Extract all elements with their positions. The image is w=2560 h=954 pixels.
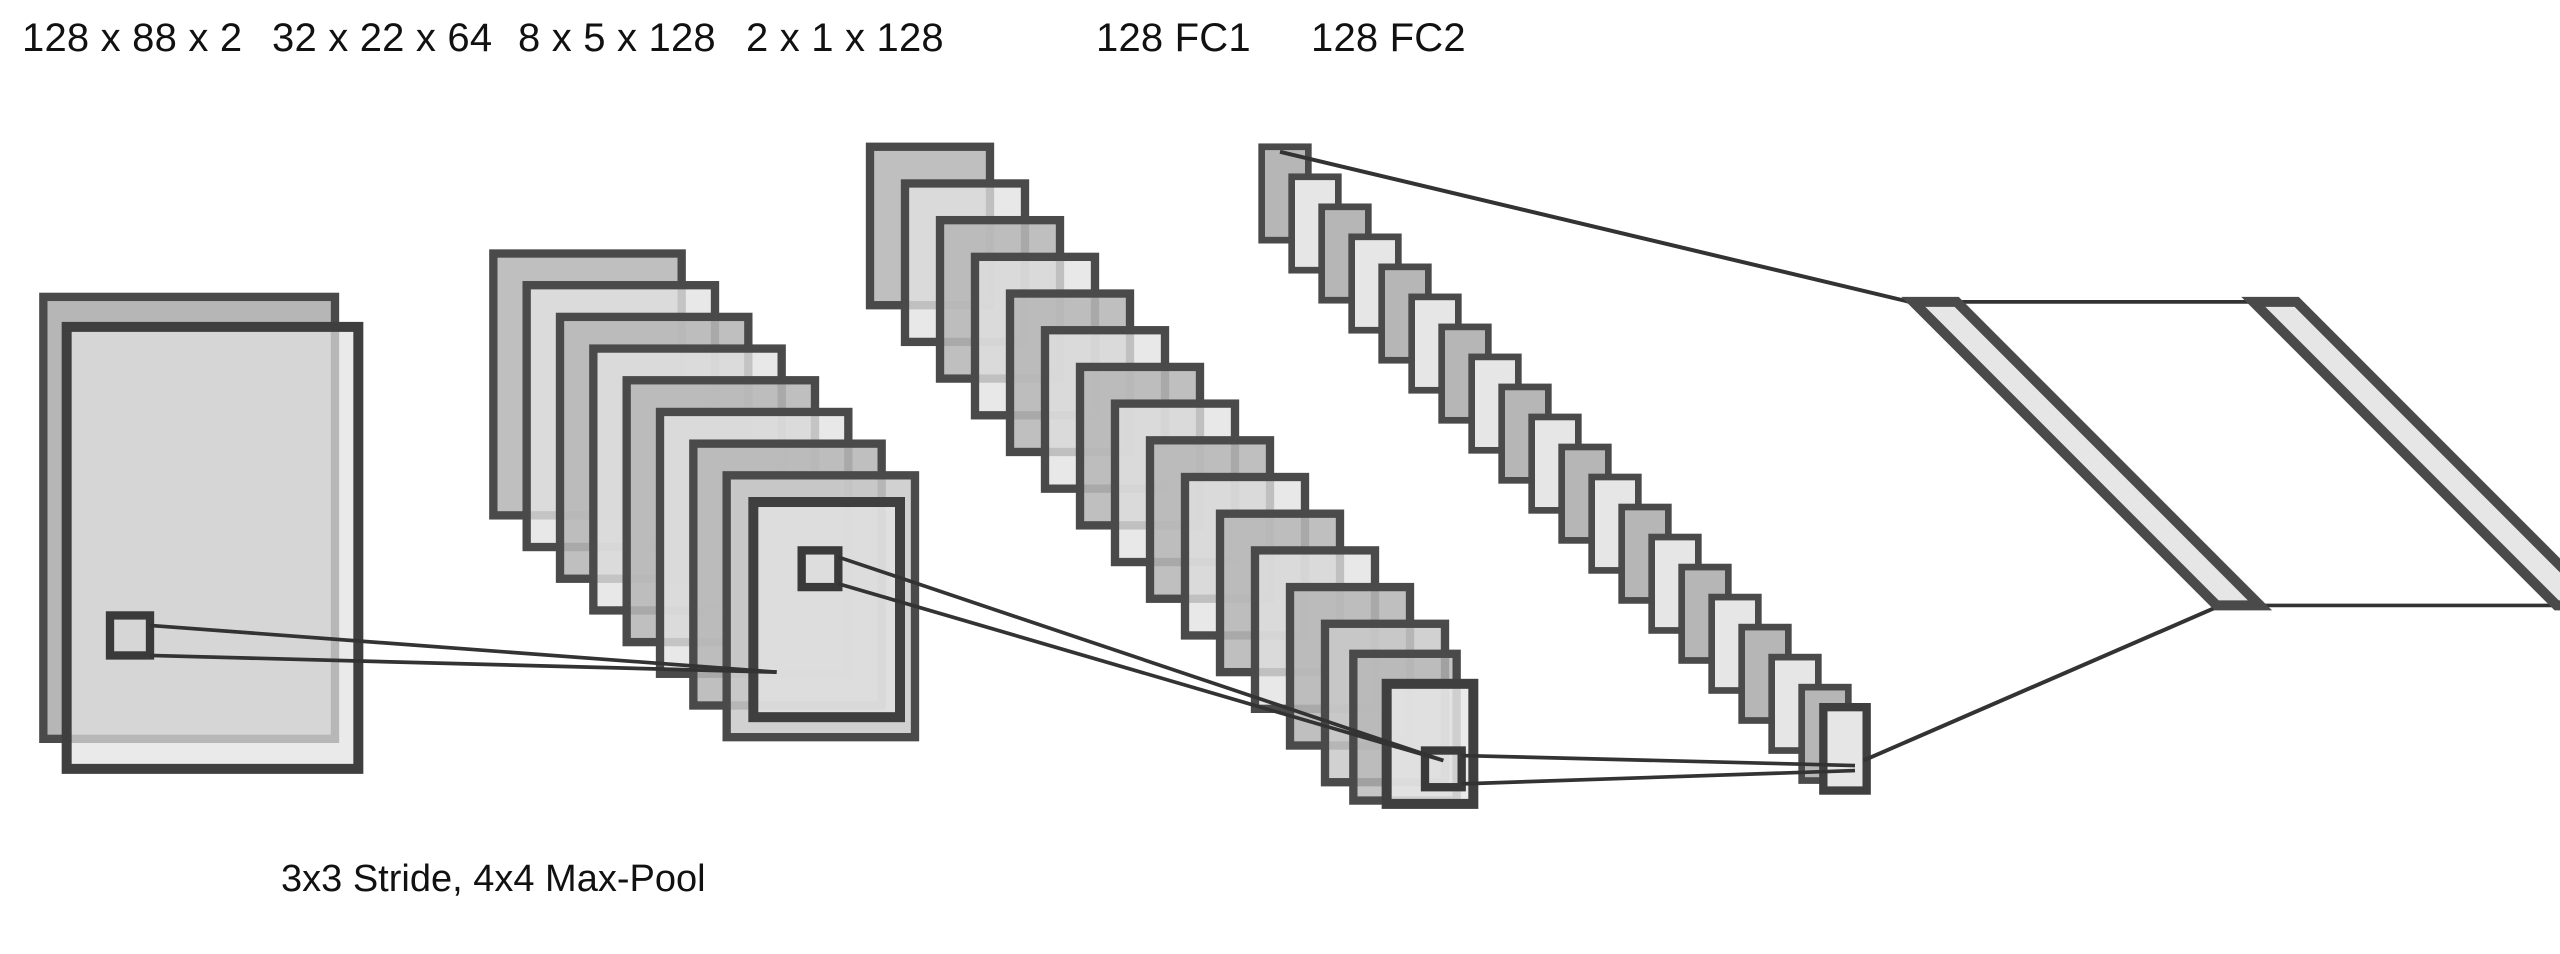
input-slab-front [61, 321, 364, 774]
block-conv2-volume [865, 142, 1479, 809]
block-input-volume [39, 292, 364, 774]
connector-conv3-top-to-fc1 [1279, 149, 1918, 306]
connector-conv1-to-conv2-upper [837, 555, 1444, 763]
conv1-slab-front [748, 497, 906, 723]
connector-conv1-to-conv2-lower [837, 581, 1444, 763]
fc2-bar [2241, 296, 2560, 611]
connector-conv3-bottom-to-fc1 [1862, 605, 2218, 763]
label-input-volume: 128 x 88 x 2 [22, 16, 243, 60]
input-receptive-field [105, 611, 155, 660]
label-fc1: 128 FC1 [1096, 16, 1251, 60]
fc-layers [1901, 296, 2560, 611]
connector-input-to-conv1-upper [149, 623, 777, 674]
label-conv3-volume: 2 x 1 x 128 [746, 16, 944, 60]
stride-pool-caption: 3x3 Stride, 4x4 Max-Pool [281, 858, 706, 900]
connector-conv2-to-conv3-lower [1461, 768, 1856, 786]
label-conv2-volume: 8 x 5 x 128 [518, 16, 716, 60]
conv3-slab-front [1819, 702, 1871, 795]
connector-lines [149, 149, 2560, 786]
connector-input-to-conv1-lower [149, 653, 777, 674]
block-conv1-volume [489, 249, 920, 742]
connector-conv2-to-conv3-upper [1461, 753, 1856, 768]
label-conv1-volume: 32 x 22 x 64 [272, 16, 493, 60]
conv1-receptive-field [797, 546, 843, 592]
conv2-receptive-field [1420, 746, 1466, 792]
label-fc2: 128 FC2 [1311, 16, 1466, 60]
fc1-bar [1901, 296, 2273, 611]
